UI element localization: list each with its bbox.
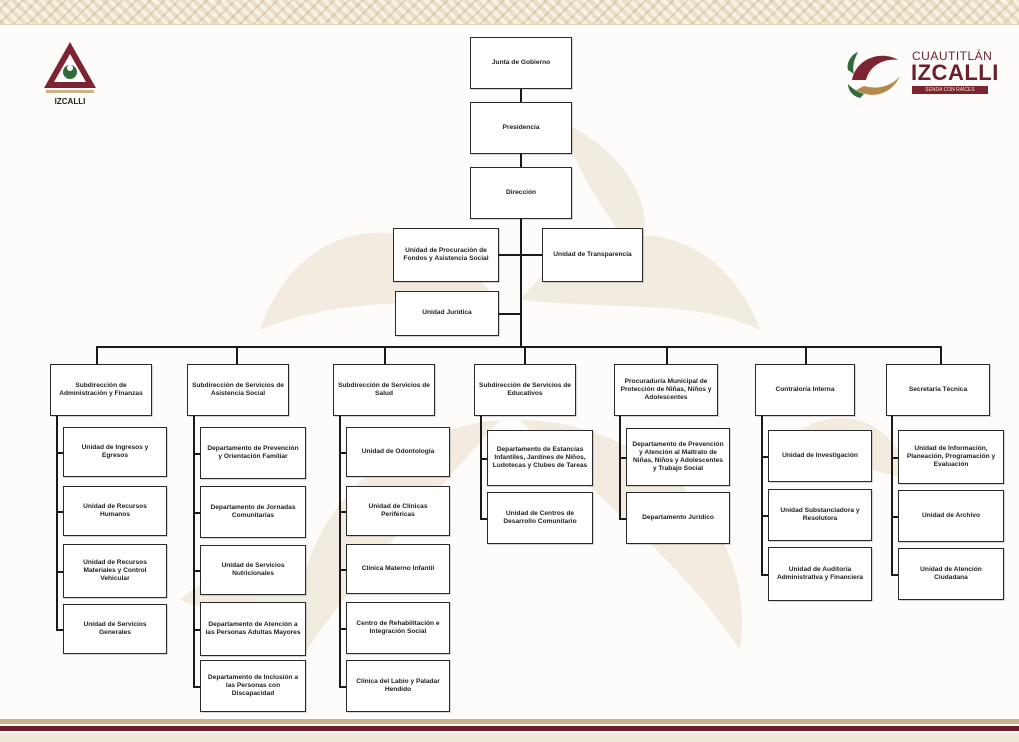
connector-line (56, 416, 58, 630)
connector-line (805, 346, 807, 364)
connector-line (56, 452, 63, 454)
box-unidad-servicios-generales: Unidad de Servicios Generales (63, 604, 167, 654)
connector-line (193, 453, 200, 455)
connector-line (761, 456, 768, 458)
right-logo-line2: IZCALLI (911, 60, 999, 85)
connector-line (761, 416, 763, 576)
box-sub-salud: Subdirección de Servicios de Salud (333, 364, 435, 416)
box-depto-prevencion-orientacion: Departamento de Prevención y Orientación… (200, 427, 306, 479)
box-sub-administracion: Subdirección de Administración y Finanza… (50, 364, 152, 416)
box-contraloria-interna: Contraloría Interna (755, 364, 855, 416)
box-unidad-atencion-ciudadana: Unidad de Atención Ciudadana (898, 548, 1004, 600)
right-logo-line1: CUAUTITLÁN (912, 49, 993, 63)
connector-line (56, 571, 63, 573)
connector-line (480, 458, 487, 460)
box-depto-jornadas-comunitarias: Departamento de Jornadas Comunitarias (200, 486, 306, 538)
connector-line (193, 416, 195, 686)
connector-line (480, 416, 482, 518)
connector-line (96, 346, 98, 364)
box-unidad-substanciadora: Unidad Substanciadora y Resolutora (768, 489, 872, 541)
connector-line (666, 346, 668, 364)
box-unidad-odontologia: Unidad de Odontología (346, 427, 450, 477)
connector-line (619, 518, 626, 520)
connector-line (339, 416, 341, 686)
connector-line (499, 254, 520, 256)
box-unidad-recursos-humanos: Unidad de Recursos Humanos (63, 486, 167, 536)
box-direccion: Dirección (470, 167, 572, 219)
connector-line (524, 346, 526, 364)
box-unidad-procuracion: Unidad de Procuración de Fondos y Asiste… (393, 228, 499, 282)
cuautitlan-izcalli-emblem-icon (847, 52, 900, 98)
connector-line (891, 516, 898, 518)
left-logo-label: IZCALLI (54, 97, 86, 106)
box-procuraduria-municipal: Procuraduría Municipal de Protección de … (614, 364, 718, 416)
box-sub-asistencia-social: Subdirección de Servicios de Asistencia … (187, 364, 289, 416)
box-clinica-labio-paladar: Clínica del Labio y Paladar Hendido (346, 660, 450, 712)
connector-line (193, 570, 200, 572)
connector-line (193, 512, 200, 514)
box-unidad-juridica: Unidad Jurídica (395, 291, 499, 336)
top-pattern-band (0, 0, 1019, 25)
box-depto-discapacidad: Departamento de Inclusión a las Personas… (200, 660, 306, 712)
connector-line (891, 457, 898, 459)
connector-line (339, 511, 346, 513)
box-unidad-centros-desarrollo: Unidad de Centros de Desarrollo Comunita… (487, 492, 593, 544)
connector-line (56, 629, 63, 631)
box-depto-estancias-infantiles: Departamento de Estancias Infantiles, Ja… (487, 430, 593, 486)
connector-line (384, 346, 386, 364)
box-clinica-materno-infantil: Clínica Materno Infantil (346, 544, 450, 594)
connector-line (940, 346, 942, 364)
dif-izcalli-logo-icon (44, 42, 96, 93)
connector-line (339, 628, 346, 630)
box-junta-de-gobierno: Junta de Gobierno (470, 37, 572, 89)
connector-line (56, 511, 63, 513)
box-unidad-investigacion: Unidad de Investigación (768, 430, 872, 482)
box-unidad-ingresos-egresos: Unidad de Ingresos y Egresos (63, 427, 167, 477)
connector-line (619, 416, 621, 518)
box-unidad-servicios-nutricionales: Unidad de Servicios Nutricionales (200, 545, 306, 595)
box-depto-adultas-mayores: Departamento de Atención a las Personas … (200, 602, 306, 656)
right-logo-tagline: SENDA CON RAÍCES (912, 86, 988, 94)
box-unidad-auditoria: Unidad de Auditoría Administrativa y Fin… (768, 547, 872, 601)
connector-line (619, 457, 626, 459)
connector-line (339, 686, 346, 688)
connector-line (339, 569, 346, 571)
box-secretaria-tecnica: Secretaría Técnica (886, 364, 990, 416)
box-presidencia: Presidencia (470, 102, 572, 154)
box-unidad-informacion-planeacion: Unidad de Información, Planeación, Progr… (898, 430, 1004, 484)
connector-line (236, 346, 238, 364)
connector-line (761, 574, 768, 576)
connector-line (521, 254, 542, 256)
connector-line (891, 574, 898, 576)
box-centro-rehabilitacion: Centro de Rehabilitación e Integración S… (346, 602, 450, 654)
connector-line (193, 686, 200, 688)
box-unidad-archivo: Unidad de Archivo (898, 490, 1004, 542)
connector-line (891, 416, 893, 576)
box-depto-juridico: Departamento Jurídico (626, 492, 730, 544)
connector-line (761, 515, 768, 517)
box-unidad-recursos-materiales: Unidad de Recursos Materiales y Control … (63, 544, 167, 598)
connector-line (499, 313, 520, 315)
box-unidad-transparencia: Unidad de Transparencia (542, 228, 643, 282)
connector-line (193, 629, 200, 631)
box-sub-educativos: Subdirección de Servicios de Educativos (474, 364, 576, 416)
footer-band-light (0, 733, 1019, 742)
connector-line (96, 346, 942, 348)
footer-band-gold (0, 719, 1019, 724)
box-unidad-clinicas-perifericas: Unidad de Clínicas Periféricas (346, 486, 450, 536)
box-depto-prevencion-maltrato: Departamento de Prevención y Atención al… (626, 428, 730, 486)
connector-line (480, 518, 487, 520)
footer-band-wine (0, 726, 1019, 731)
connector-line (339, 452, 346, 454)
